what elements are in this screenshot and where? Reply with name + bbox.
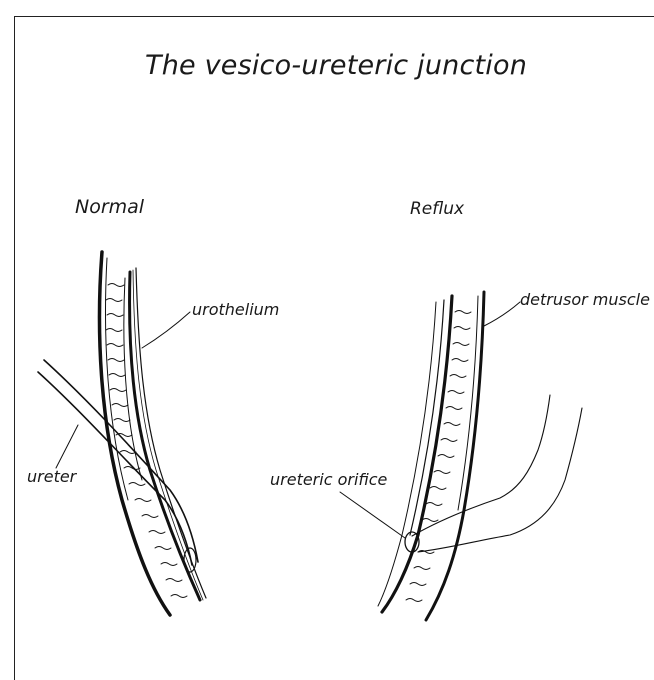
leader-orifice [340,492,405,538]
label-detrusor-muscle: detrusor muscle [520,290,650,309]
diagram-illustration [0,0,654,664]
label-ureter: ureter [27,467,76,486]
label-urothelium: urothelium [192,300,279,319]
normal-bladder-wall [99,252,206,615]
reflux-bladder-wall [378,292,484,620]
leader-detrusor [484,302,520,326]
leader-ureter [56,425,78,468]
leader-urothelium [142,312,190,348]
label-ureteric-orifice: ureteric orifice [270,470,387,489]
